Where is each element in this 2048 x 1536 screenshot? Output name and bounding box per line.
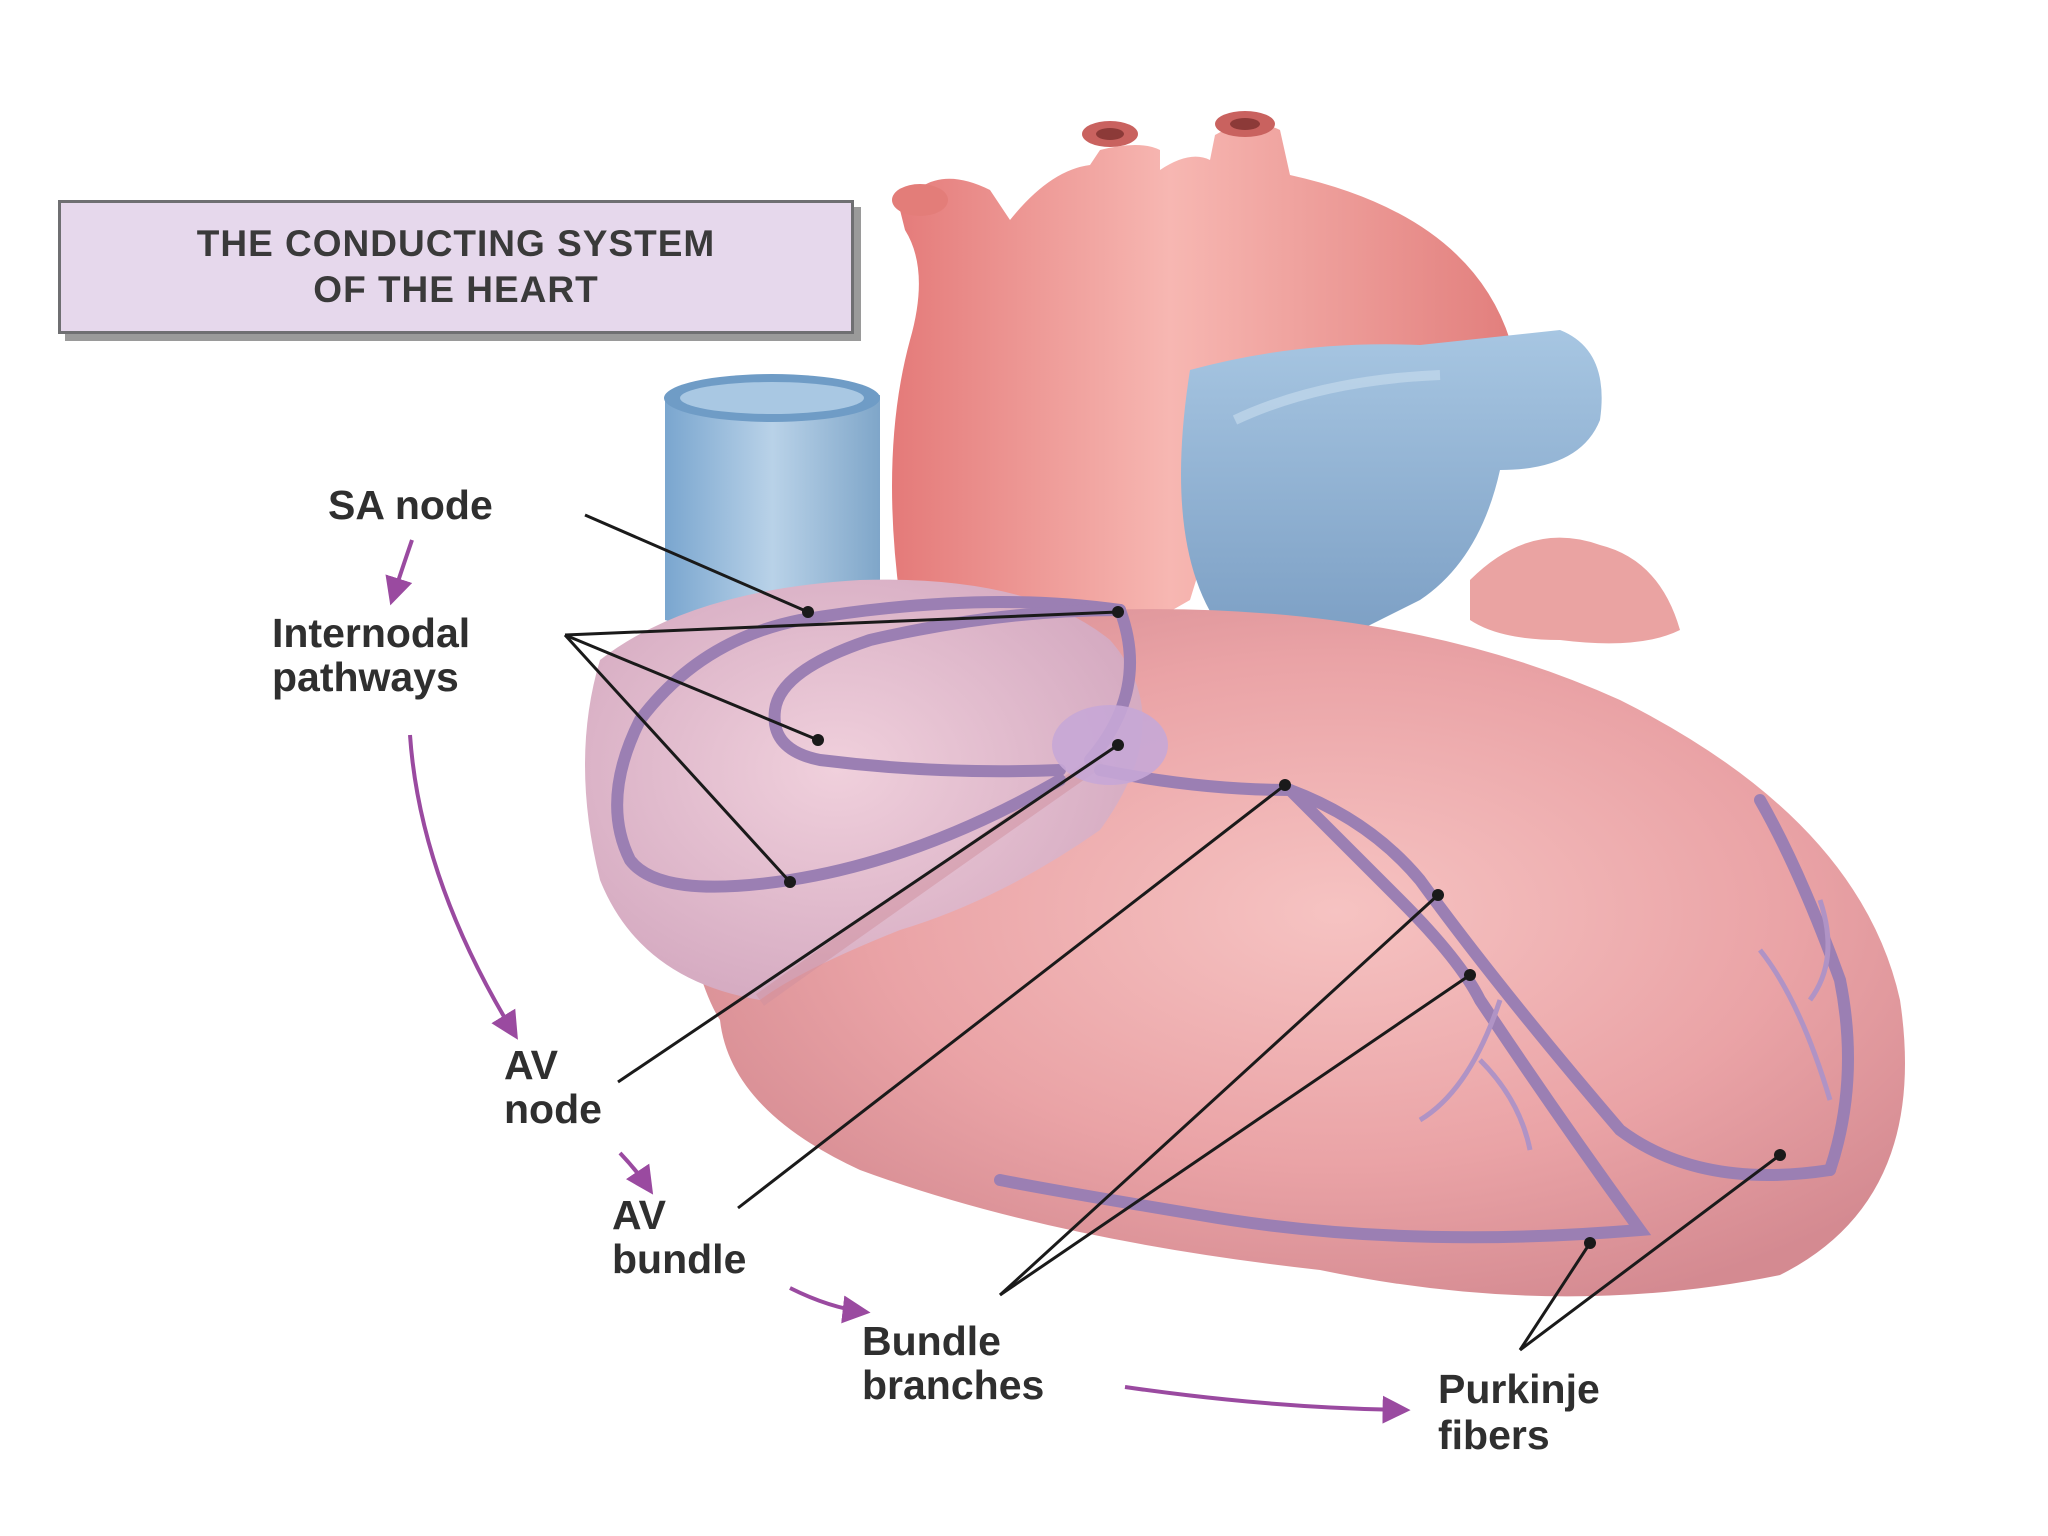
- av-node-region: [1052, 705, 1168, 785]
- label-bundle-branches-line1: Bundle: [862, 1318, 1001, 1364]
- title-line-1: THE CONDUCTING SYSTEM: [196, 223, 716, 264]
- pulmonary-trunk: [1181, 330, 1602, 640]
- label-av-bundle-line1: AV: [612, 1192, 666, 1238]
- title-box: THE CONDUCTING SYSTEM OF THE HEART: [58, 200, 854, 334]
- label-av-node-line2: node: [504, 1086, 602, 1132]
- label-internodal-line1: Internodal: [272, 610, 471, 656]
- label-purkinje-line2: fibers: [1438, 1412, 1550, 1458]
- title-line-2: OF THE HEART: [313, 269, 599, 310]
- conduction-pathways: [611, 596, 1854, 1244]
- left-auricle: [1470, 537, 1680, 644]
- purkinje-network: [1418, 899, 1833, 1151]
- label-sa-node: SA node: [328, 482, 493, 528]
- label-internodal-line2: pathways: [272, 654, 459, 700]
- label-purkinje-line1: Purkinje: [1438, 1366, 1600, 1412]
- label-bundle-branches-line2: branches: [862, 1362, 1045, 1408]
- label-av-node-line1: AV: [504, 1042, 558, 1088]
- leader-dots: [784, 606, 1786, 1249]
- right-atrium: [585, 579, 1143, 1000]
- leader-lines: [563, 513, 1781, 1352]
- flow-arrows: [385, 539, 1411, 1424]
- label-av-bundle-line2: bundle: [612, 1236, 747, 1282]
